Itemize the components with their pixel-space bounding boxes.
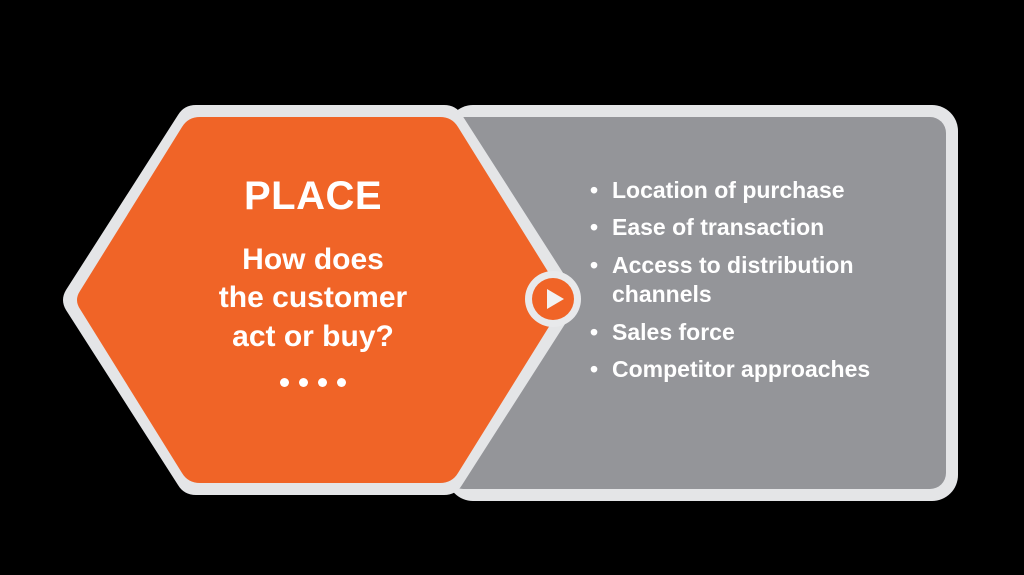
list-item: • Location of purchase	[588, 176, 944, 205]
play-triangle-icon	[547, 289, 564, 309]
list-item: • Sales force	[588, 318, 944, 347]
list-item-label: Competitor approaches	[612, 356, 871, 383]
ellipsis-dot	[337, 378, 346, 388]
list-item-label: Access to distribution channels	[612, 251, 854, 308]
hexagon-subtitle-line-1: How does	[242, 243, 384, 276]
bullet-icon: •	[590, 318, 599, 345]
hexagon-subtitle-line-2: the customer	[218, 281, 408, 315]
hexagon-subtitle: How does the customer act or buy?	[118, 241, 508, 356]
list-item: • Competitor approaches	[588, 355, 944, 384]
list-item-label: Location of purchase	[612, 177, 845, 203]
ellipsis-dot	[280, 378, 289, 388]
list-item-label: Sales force	[612, 318, 735, 345]
hexagon-body	[77, 117, 563, 483]
list-item: • Ease of transaction	[588, 213, 944, 242]
bullet-icon: •	[590, 356, 599, 383]
hexagon-subtitle-line-3: act or buy?	[232, 319, 394, 353]
bullet-list: • Location of purchase • Ease of transactio…	[588, 176, 944, 385]
panel-body	[447, 117, 946, 489]
bullet-icon: •	[590, 214, 599, 241]
hexagon-text-block: PLACE How does the customer act or buy?	[118, 174, 508, 388]
page-title: PLACE	[243, 174, 383, 218]
list-item-label: Ease of transaction	[612, 214, 825, 241]
bullet-icon: •	[590, 251, 599, 278]
ellipsis-dot	[299, 378, 308, 388]
bullet-icon: •	[590, 177, 599, 203]
list-item: • Access to distribution channels	[588, 251, 944, 310]
ellipsis-dots	[118, 378, 508, 388]
ellipsis-dot	[318, 378, 327, 388]
